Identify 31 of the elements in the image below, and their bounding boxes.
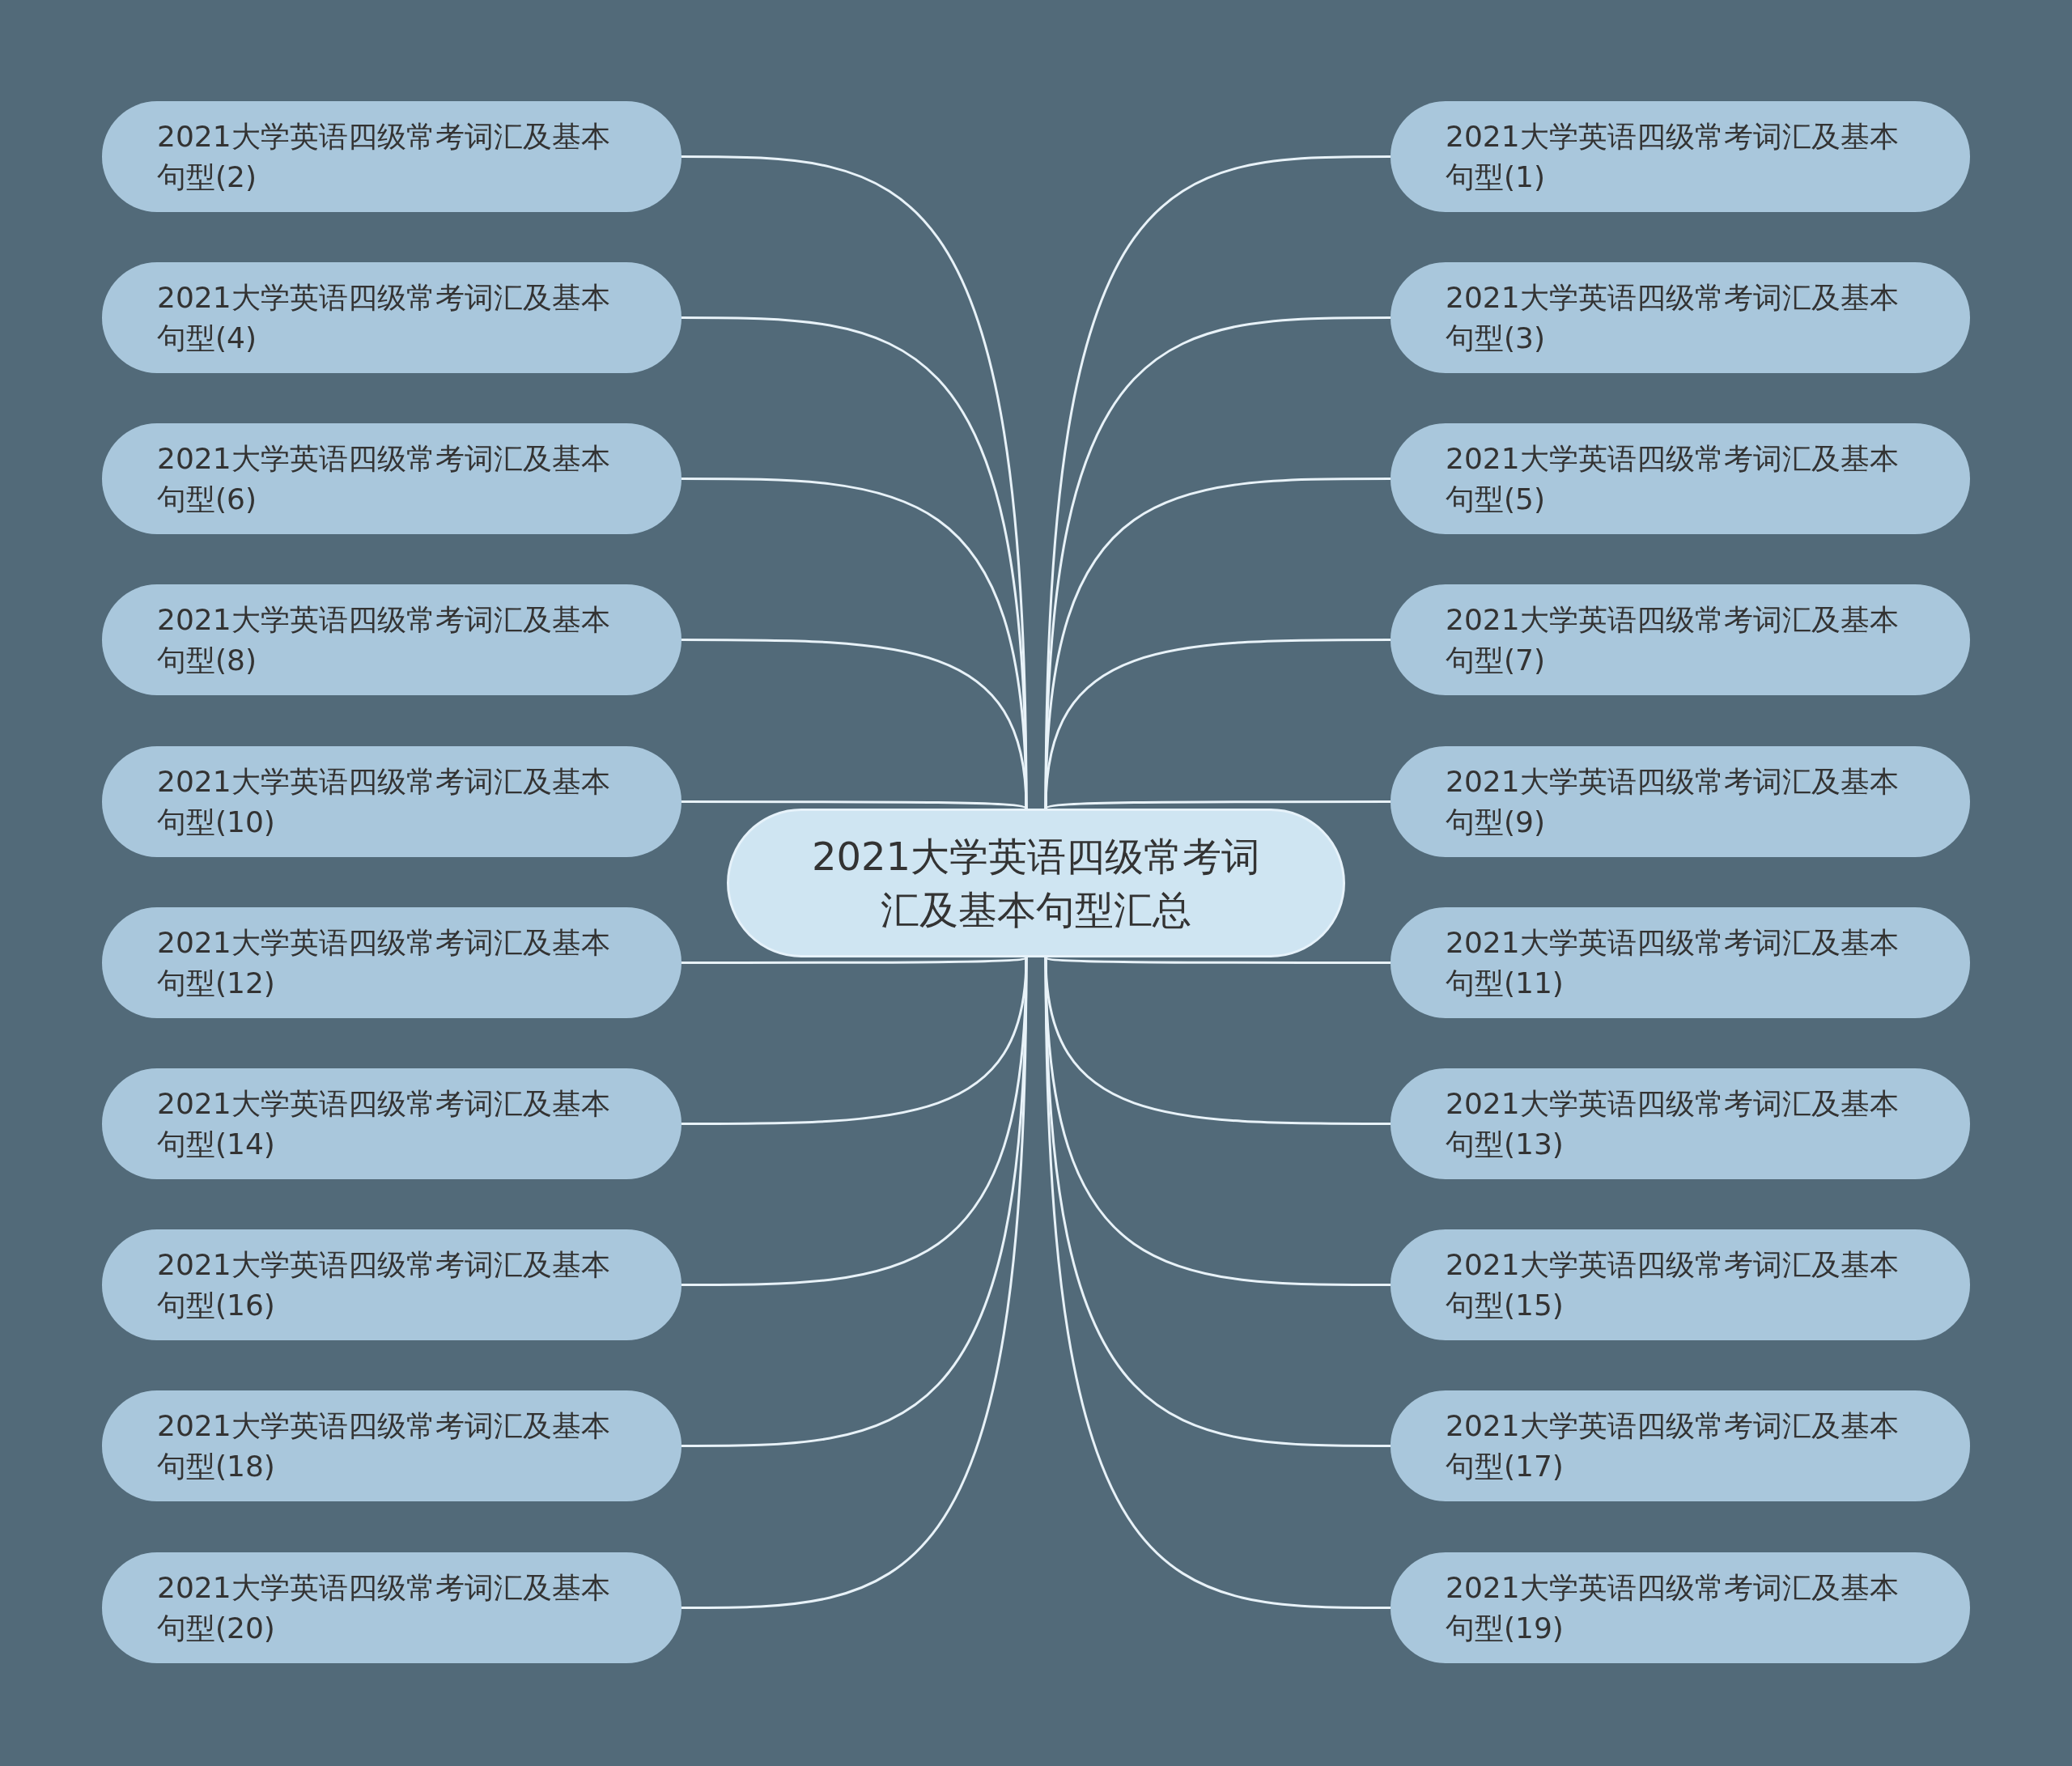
subtopic-box: 2021大学英语四级常考词汇及基本句型(11)	[1391, 907, 1970, 1018]
connector-line	[681, 800, 1027, 810]
subtopic-box: 2021大学英语四级常考词汇及基本句型(12)	[102, 907, 681, 1018]
connector-line	[1044, 155, 1391, 809]
subtopic-box: 2021大学英语四级常考词汇及基本句型(1)	[1391, 101, 1970, 212]
connector-line	[1045, 956, 1391, 964]
connector-line	[1044, 478, 1391, 809]
subtopic-box: 2021大学英语四级常考词汇及基本句型(19)	[1391, 1552, 1970, 1663]
subtopic-box: 2021大学英语四级常考词汇及基本句型(9)	[1391, 746, 1970, 857]
connector-line	[681, 639, 1028, 809]
subtopic-box: 2021大学英语四级常考词汇及基本句型(18)	[102, 1390, 681, 1501]
subtopic-box: 2021大学英语四级常考词汇及基本句型(13)	[1391, 1068, 1970, 1179]
topic-box: 2021大学英语四级常考词汇及基本句型汇总	[727, 809, 1345, 957]
connector-line	[1045, 800, 1391, 810]
subtopic-box: 2021大学英语四级常考词汇及基本句型(7)	[1391, 584, 1970, 695]
subtopic-box: 2021大学英语四级常考词汇及基本句型(8)	[102, 584, 681, 695]
subtopic-box: 2021大学英语四级常考词汇及基本句型(17)	[1391, 1390, 1970, 1501]
subtopic-box: 2021大学英语四级常考词汇及基本句型(14)	[102, 1068, 681, 1179]
subtopic-box: 2021大学英语四级常考词汇及基本句型(3)	[1391, 262, 1970, 373]
connector-line	[1044, 957, 1391, 1609]
subtopic-box: 2021大学英语四级常考词汇及基本句型(6)	[102, 423, 681, 534]
connector-line	[1044, 639, 1391, 809]
subtopic-box: 2021大学英语四级常考词汇及基本句型(10)	[102, 746, 681, 857]
connector-line	[681, 956, 1027, 964]
subtopic-box: 2021大学英语四级常考词汇及基本句型(4)	[102, 262, 681, 373]
subtopic-box: 2021大学英语四级常考词汇及基本句型(2)	[102, 101, 681, 212]
subtopic-box: 2021大学英语四级常考词汇及基本句型(16)	[102, 1229, 681, 1340]
subtopic-box: 2021大学英语四级常考词汇及基本句型(20)	[102, 1552, 681, 1663]
connector-line	[681, 957, 1028, 1609]
subtopic-box: 2021大学英语四级常考词汇及基本句型(15)	[1391, 1229, 1970, 1340]
subtopic-box: 2021大学英语四级常考词汇及基本句型(5)	[1391, 423, 1970, 534]
